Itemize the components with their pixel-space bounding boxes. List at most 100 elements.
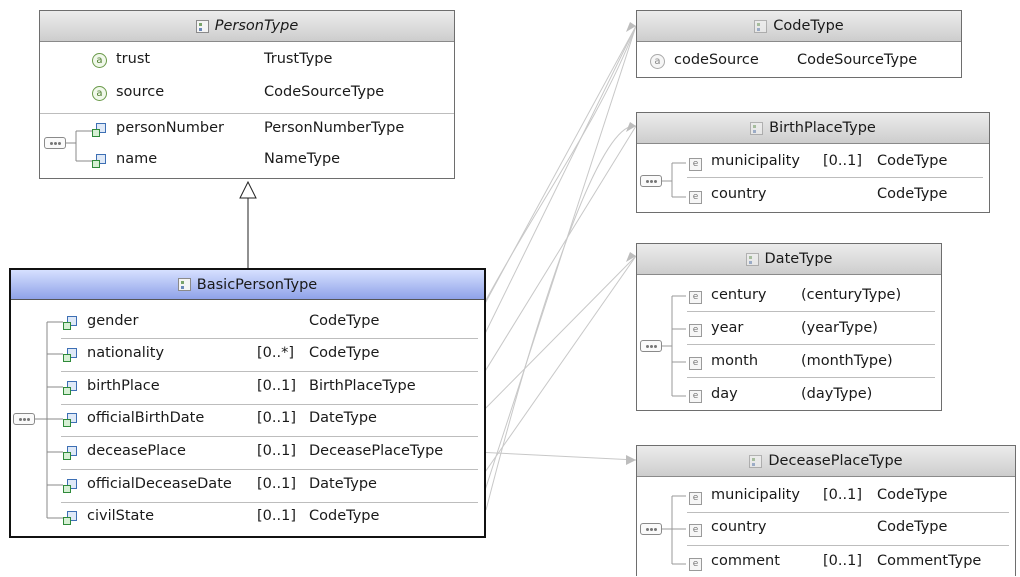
element-type: BirthPlaceType — [309, 378, 416, 394]
attribute-row[interactable]: a — [92, 83, 107, 103]
attribute-type: CodeSourceType — [264, 84, 385, 100]
element-name: name — [116, 151, 158, 167]
date-type-header[interactable]: DateType — [637, 244, 941, 275]
basic-person-type-box[interactable]: BasicPersonType gender CodeType national… — [9, 268, 486, 538]
connector-officialbirthdate — [475, 255, 637, 419]
element-name: day — [711, 386, 738, 402]
attribute-icon: a — [92, 85, 107, 101]
element-type: (monthType) — [801, 353, 893, 369]
element-row[interactable] — [92, 151, 107, 171]
element-row[interactable] — [63, 378, 78, 398]
arrowhead-birthplacetype — [626, 122, 636, 132]
element-row[interactable] — [63, 410, 78, 430]
sequence-icon — [640, 523, 662, 535]
element-name: nationality — [87, 345, 165, 361]
element-name: municipality — [711, 153, 800, 169]
birth-place-type-header[interactable]: BirthPlaceType — [637, 113, 989, 144]
element-cardinality: [0..1] — [257, 378, 296, 394]
element-ref-icon — [63, 412, 78, 428]
person-type-box[interactable]: PersonType a trust TrustType a source Co… — [39, 10, 455, 179]
code-type-box[interactable]: CodeType a codeSource CodeSourceType — [636, 10, 962, 78]
element-row[interactable]: e — [689, 287, 702, 307]
complex-type-icon — [195, 19, 209, 33]
element-type: DateType — [309, 410, 377, 426]
attribute-icon: a — [650, 53, 665, 69]
element-ref-icon — [63, 478, 78, 494]
element-row[interactable]: e — [689, 554, 702, 574]
attribute-type: CodeSourceType — [797, 52, 918, 68]
row-divider — [687, 512, 1009, 513]
connector-deceaseplace — [475, 451, 637, 461]
element-row[interactable]: e — [689, 488, 702, 508]
person-type-title: PersonType — [214, 18, 299, 34]
element-row[interactable] — [63, 476, 78, 496]
decease-place-type-header[interactable]: DeceasePlaceType — [637, 446, 1015, 477]
element-row[interactable]: e — [689, 187, 702, 207]
element-type: (dayType) — [801, 386, 873, 402]
decease-place-type-box[interactable]: DeceasePlaceType e municipality [0..1] C… — [636, 445, 1016, 576]
element-type: CommentType — [877, 553, 982, 569]
element-name: birthPlace — [87, 378, 160, 394]
row-divider — [687, 377, 935, 378]
attribute-row[interactable]: a — [650, 51, 665, 71]
date-type-box[interactable]: DateType e century (centuryType) e year … — [636, 243, 942, 411]
element-row[interactable] — [63, 313, 78, 333]
element-row[interactable]: e — [689, 154, 702, 174]
element-name: officialBirthDate — [87, 410, 205, 426]
element-ref-icon — [63, 445, 78, 461]
element-row[interactable]: e — [689, 353, 702, 373]
element-cardinality: [0..1] — [257, 443, 296, 459]
element-cardinality: [0..1] — [257, 410, 296, 426]
row-divider — [687, 177, 983, 178]
connector-birthplace — [475, 125, 637, 387]
row-divider — [687, 311, 935, 312]
sequence-icon — [44, 137, 66, 149]
arrowhead-datetype — [626, 252, 636, 262]
element-name: month — [711, 353, 759, 369]
element-type: CodeType — [877, 487, 948, 503]
element-cardinality: [0..1] — [823, 553, 862, 569]
element-ref-icon — [92, 122, 107, 138]
attribute-row[interactable]: a — [92, 50, 107, 70]
element-cardinality: [0..1] — [257, 508, 296, 524]
element-name: year — [711, 320, 744, 336]
element-row[interactable] — [92, 120, 107, 140]
element-row[interactable] — [63, 345, 78, 365]
element-row[interactable]: e — [689, 520, 702, 540]
basic-person-type-header[interactable]: BasicPersonType — [11, 270, 484, 300]
person-type-header[interactable]: PersonType — [40, 11, 454, 42]
date-type-title: DateType — [764, 251, 833, 267]
sequence-connector — [662, 162, 686, 198]
row-divider — [61, 404, 478, 405]
code-type-header[interactable]: CodeType — [637, 11, 961, 42]
attribute-icon: a — [92, 52, 107, 68]
element-row[interactable] — [63, 508, 78, 528]
sequence-icon — [640, 340, 662, 352]
element-icon: e — [689, 190, 702, 204]
element-name: country — [711, 186, 767, 202]
element-name: personNumber — [116, 120, 224, 136]
element-row[interactable]: e — [689, 386, 702, 406]
row-divider — [687, 545, 1009, 546]
element-name: gender — [87, 313, 139, 329]
element-icon: e — [689, 157, 702, 171]
inheritance-triangle — [239, 180, 257, 199]
complex-type-icon — [754, 19, 768, 33]
birth-place-type-box[interactable]: BirthPlaceType e municipality [0..1] Cod… — [636, 112, 990, 213]
element-row[interactable] — [63, 443, 78, 463]
element-ref-icon — [63, 380, 78, 396]
element-type: DateType — [309, 476, 377, 492]
element-row[interactable]: e — [689, 320, 702, 340]
element-type: PersonNumberType — [264, 120, 405, 136]
sequence-connector — [66, 130, 92, 162]
element-name: country — [711, 519, 767, 535]
complex-type-icon — [745, 252, 759, 266]
element-icon: e — [689, 356, 702, 370]
element-type: (centuryType) — [801, 287, 902, 303]
element-icon: e — [689, 389, 702, 403]
connector-officialdeceasedate — [475, 255, 637, 486]
connector-gender — [475, 25, 637, 321]
connector-curve-2 — [485, 125, 637, 511]
element-icon: e — [689, 557, 702, 571]
